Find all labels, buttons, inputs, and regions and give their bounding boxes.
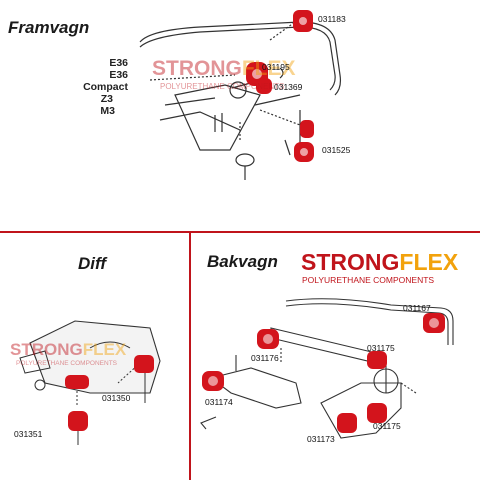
diff-section-title: Diff [78,254,107,273]
front-suspension-panel: Framvagn E36 E36 Compact Z3 M3 [0,0,480,231]
bushing-031173 [337,413,357,433]
model-e36: E36 [109,57,128,69]
watermark-tagline-diff: POLYURETHANE COMPONENTS [16,360,118,367]
model-z3: Z3 [100,93,113,105]
code-031176: 031176 [251,353,279,363]
bushing-031350 [134,355,154,373]
rear-suspension-drawing [200,298,454,439]
model-list: E36 E36 Compact Z3 M3 [66,57,128,117]
front-section-title: Framvagn [8,18,90,37]
code-031175-lower: 031175 [373,421,401,431]
rear-section-title: Bakvagn [207,252,278,271]
bushing-031351 [68,411,88,431]
horizontal-divider [0,231,480,233]
watermark-logo-diff: STRONGFLEX [10,340,127,359]
code-031351: 031351 [14,429,43,439]
model-e36-compact: E36 Compact [83,69,128,93]
watermark-tagline-front: POLYURETHANE COMPONENTS [160,82,285,91]
bushing-031175-lower [367,403,387,423]
vertical-divider [189,233,191,480]
diff-drawing [19,320,161,445]
code-031369: 031369 [274,82,303,92]
code-031525: 031525 [322,145,351,155]
rear-upper-link [270,327,377,364]
code-031183: 031183 [318,14,346,24]
code-031167: 031167 [403,303,431,313]
code-031195: 031195 [262,62,290,72]
model-m3: M3 [100,105,115,117]
code-031173: 031173 [307,434,335,444]
brand-logo: STRONGFLEX [301,249,459,275]
watermark-logo-front: STRONGFLEX [152,57,296,80]
bushing-031525-top [300,120,314,138]
code-031174: 031174 [205,397,233,407]
front-antiroll-bar-line [139,21,342,96]
rear-suspension-panel: Bakvagn STRONGFLEX POLYURETHANE COMPONEN… [191,233,480,480]
front-suspension-drawing [139,10,342,180]
rear-right-arm [320,382,402,439]
rear-antiroll-bar-line [285,298,454,345]
code-031175-upper: 031175 [367,343,395,353]
front-control-arm-outline [174,84,261,151]
bushing-031175-upper [367,351,387,369]
rear-left-arm [209,367,302,409]
bushing-diff-mount [65,375,89,389]
bushing-031369 [256,78,272,94]
diff-panel: Diff STRONGFLEX POLYURETHANE COMPONENTS … [0,233,189,480]
brand-tagline: POLYURETHANE COMPONENTS [302,275,435,285]
code-031350: 031350 [102,393,131,403]
